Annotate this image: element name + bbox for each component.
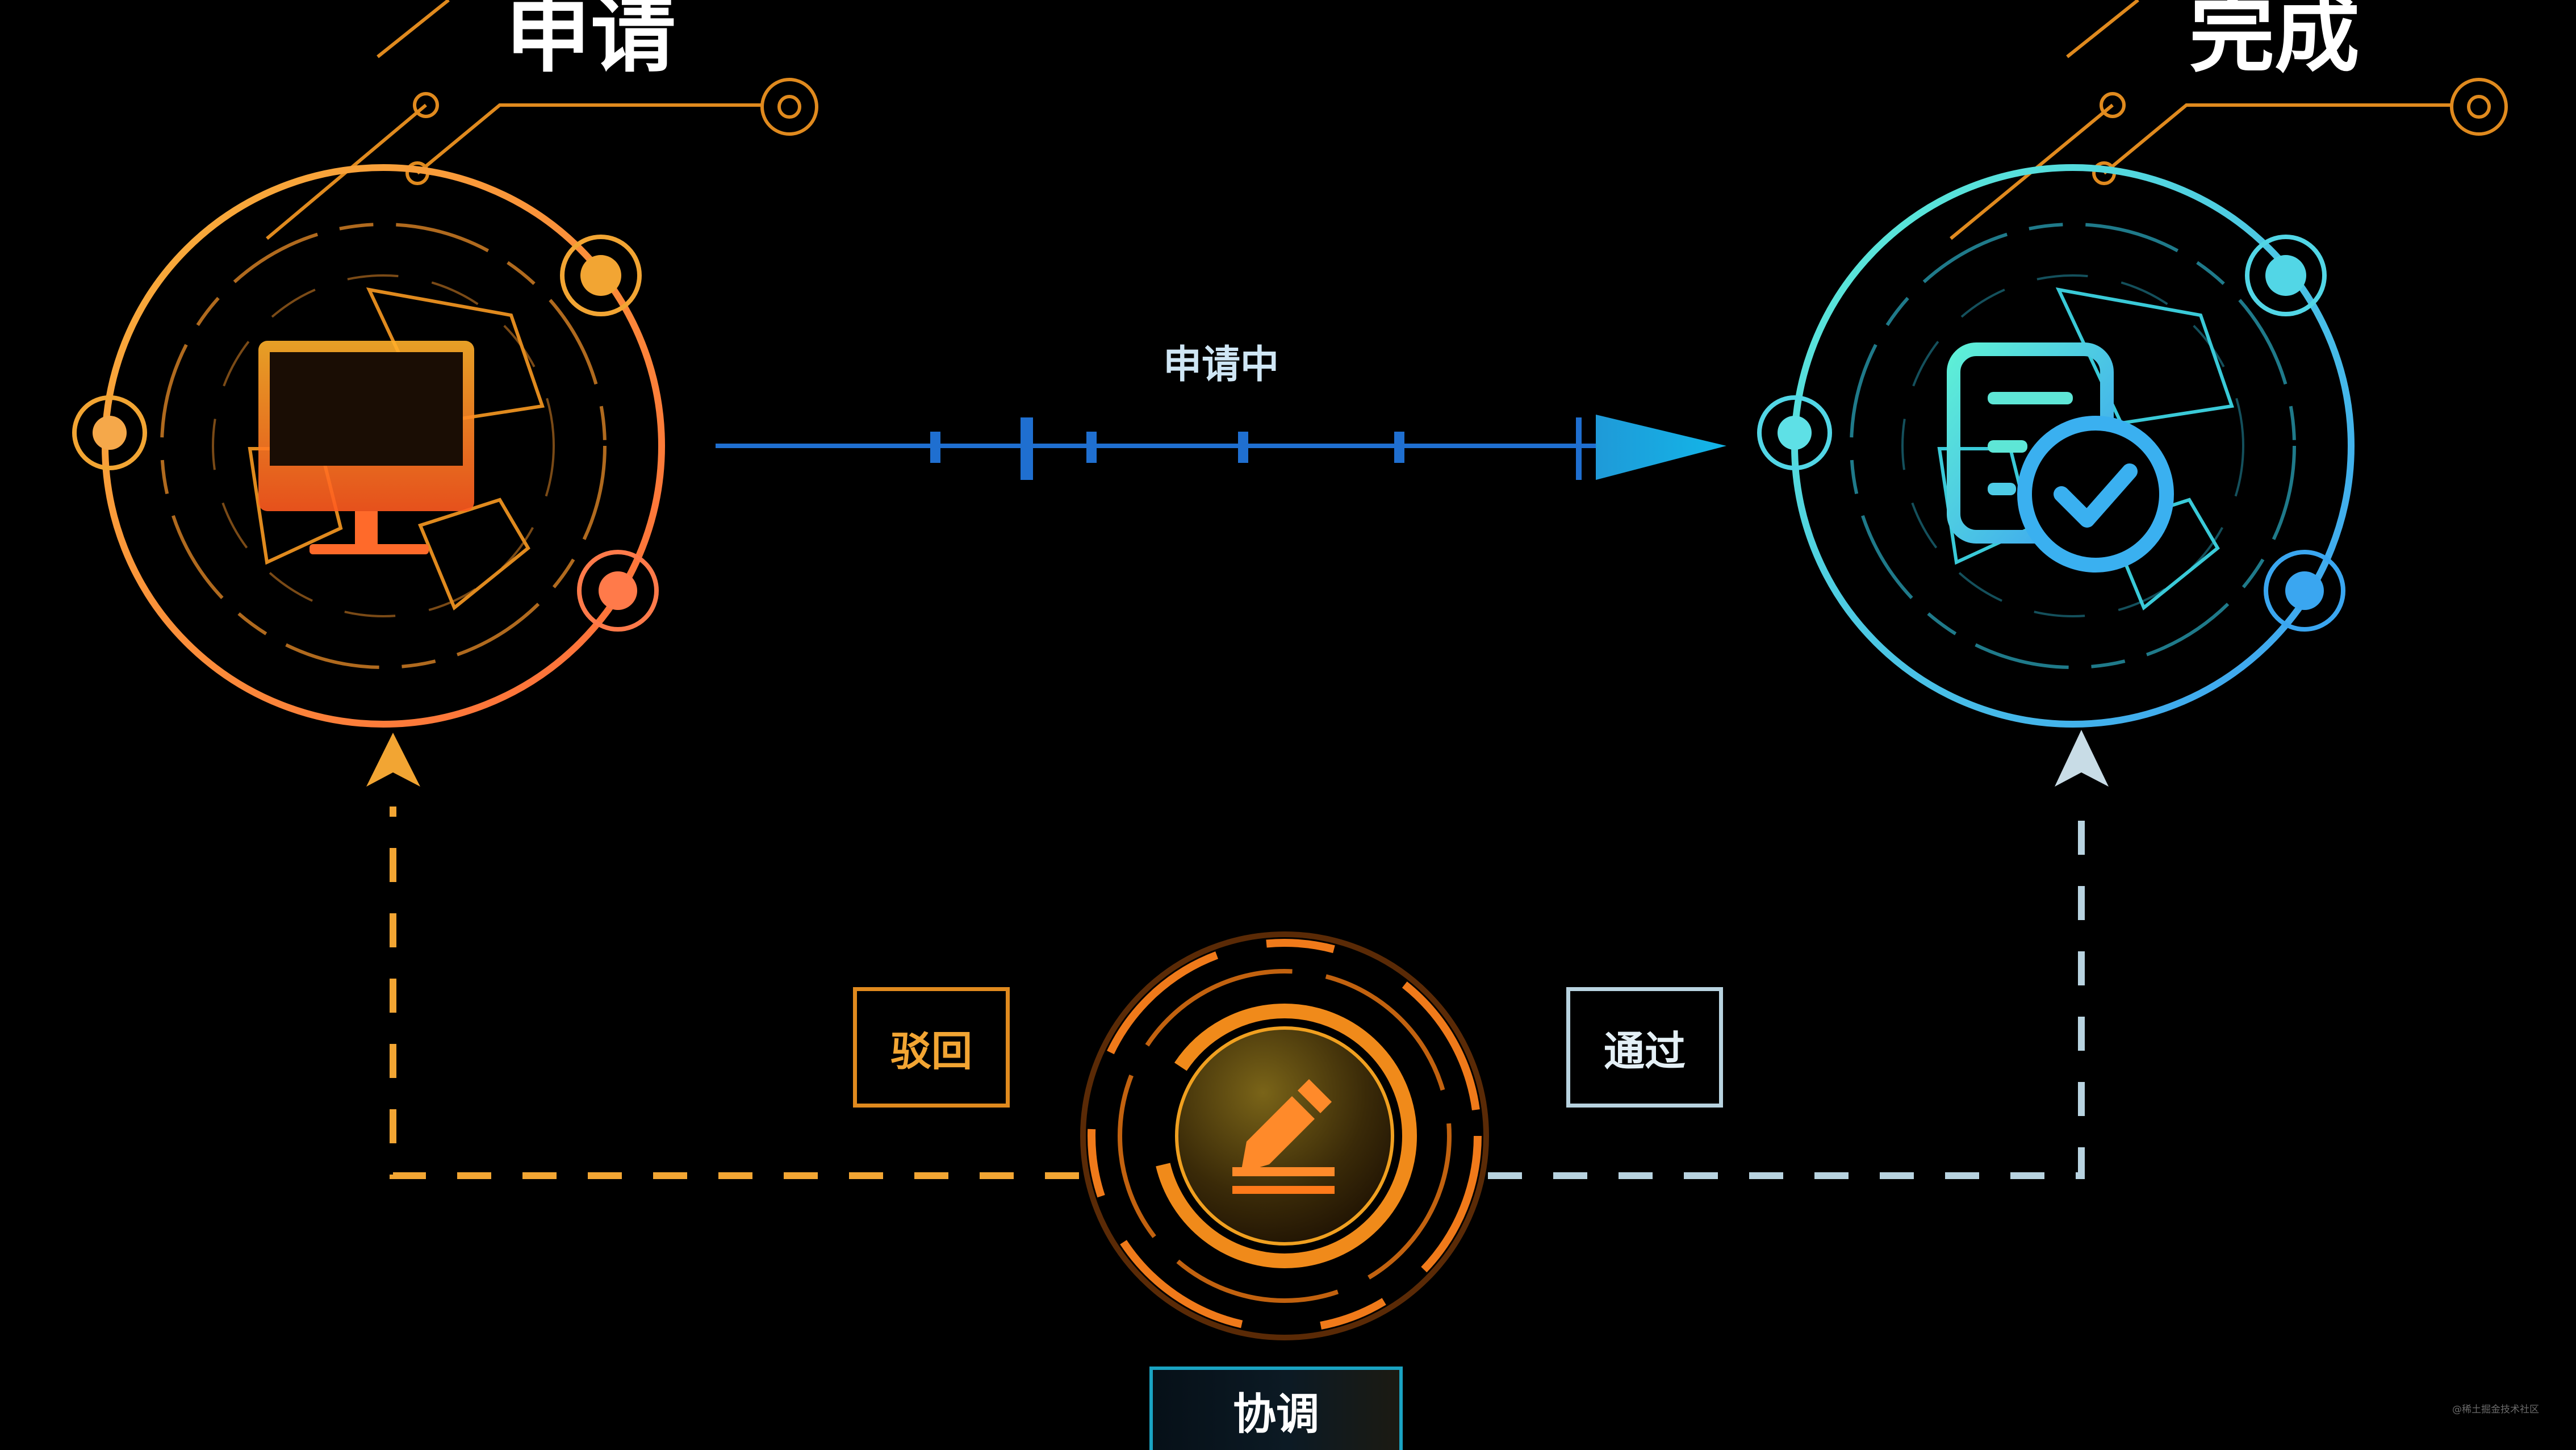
apply-inner-ring-2 bbox=[212, 274, 555, 617]
pass-label-box: 通过 bbox=[1566, 987, 1723, 1108]
apply-title: 申请 bbox=[505, 0, 676, 84]
done-inner-ring bbox=[1850, 223, 2296, 669]
coordinate-node[interactable] bbox=[1080, 931, 1489, 1340]
coordinate-mid-ring bbox=[1118, 969, 1452, 1303]
apply-orbit-dots bbox=[72, 235, 659, 632]
done-node[interactable] bbox=[1757, 0, 2508, 728]
done-inner-ring-2 bbox=[1901, 274, 2244, 617]
coordinate-label: 协调 bbox=[1233, 1388, 1319, 1439]
reject-label: 驳回 bbox=[890, 1027, 972, 1075]
done-title: 完成 bbox=[2189, 0, 2360, 84]
reject-arrowhead bbox=[366, 733, 420, 787]
edit-pencil-icon bbox=[1232, 1079, 1335, 1194]
coordinate-label-tab: 协调 bbox=[1149, 1367, 1403, 1450]
watermark: @稀土掘金技术社区 bbox=[2452, 1404, 2539, 1415]
pass-path bbox=[1488, 730, 2109, 1179]
done-orbit-dots bbox=[1757, 235, 2345, 632]
pass-arrowhead bbox=[2055, 730, 2109, 787]
coordinate-inner-ring bbox=[1152, 1004, 1417, 1268]
pass-label: 通过 bbox=[1603, 1027, 1686, 1075]
applying-arrow bbox=[716, 415, 1726, 480]
monitor-icon bbox=[258, 341, 474, 554]
applying-label: 申请中 bbox=[1163, 342, 1279, 387]
reject-label-box: 驳回 bbox=[853, 987, 1010, 1108]
reject-path bbox=[366, 733, 1079, 1179]
apply-inner-ring bbox=[160, 223, 607, 669]
coordinate-outer-ring bbox=[1088, 939, 1482, 1333]
document-check-icon bbox=[1947, 342, 2174, 573]
apply-node[interactable] bbox=[72, 0, 818, 728]
apply-leader-lines bbox=[266, 0, 818, 240]
